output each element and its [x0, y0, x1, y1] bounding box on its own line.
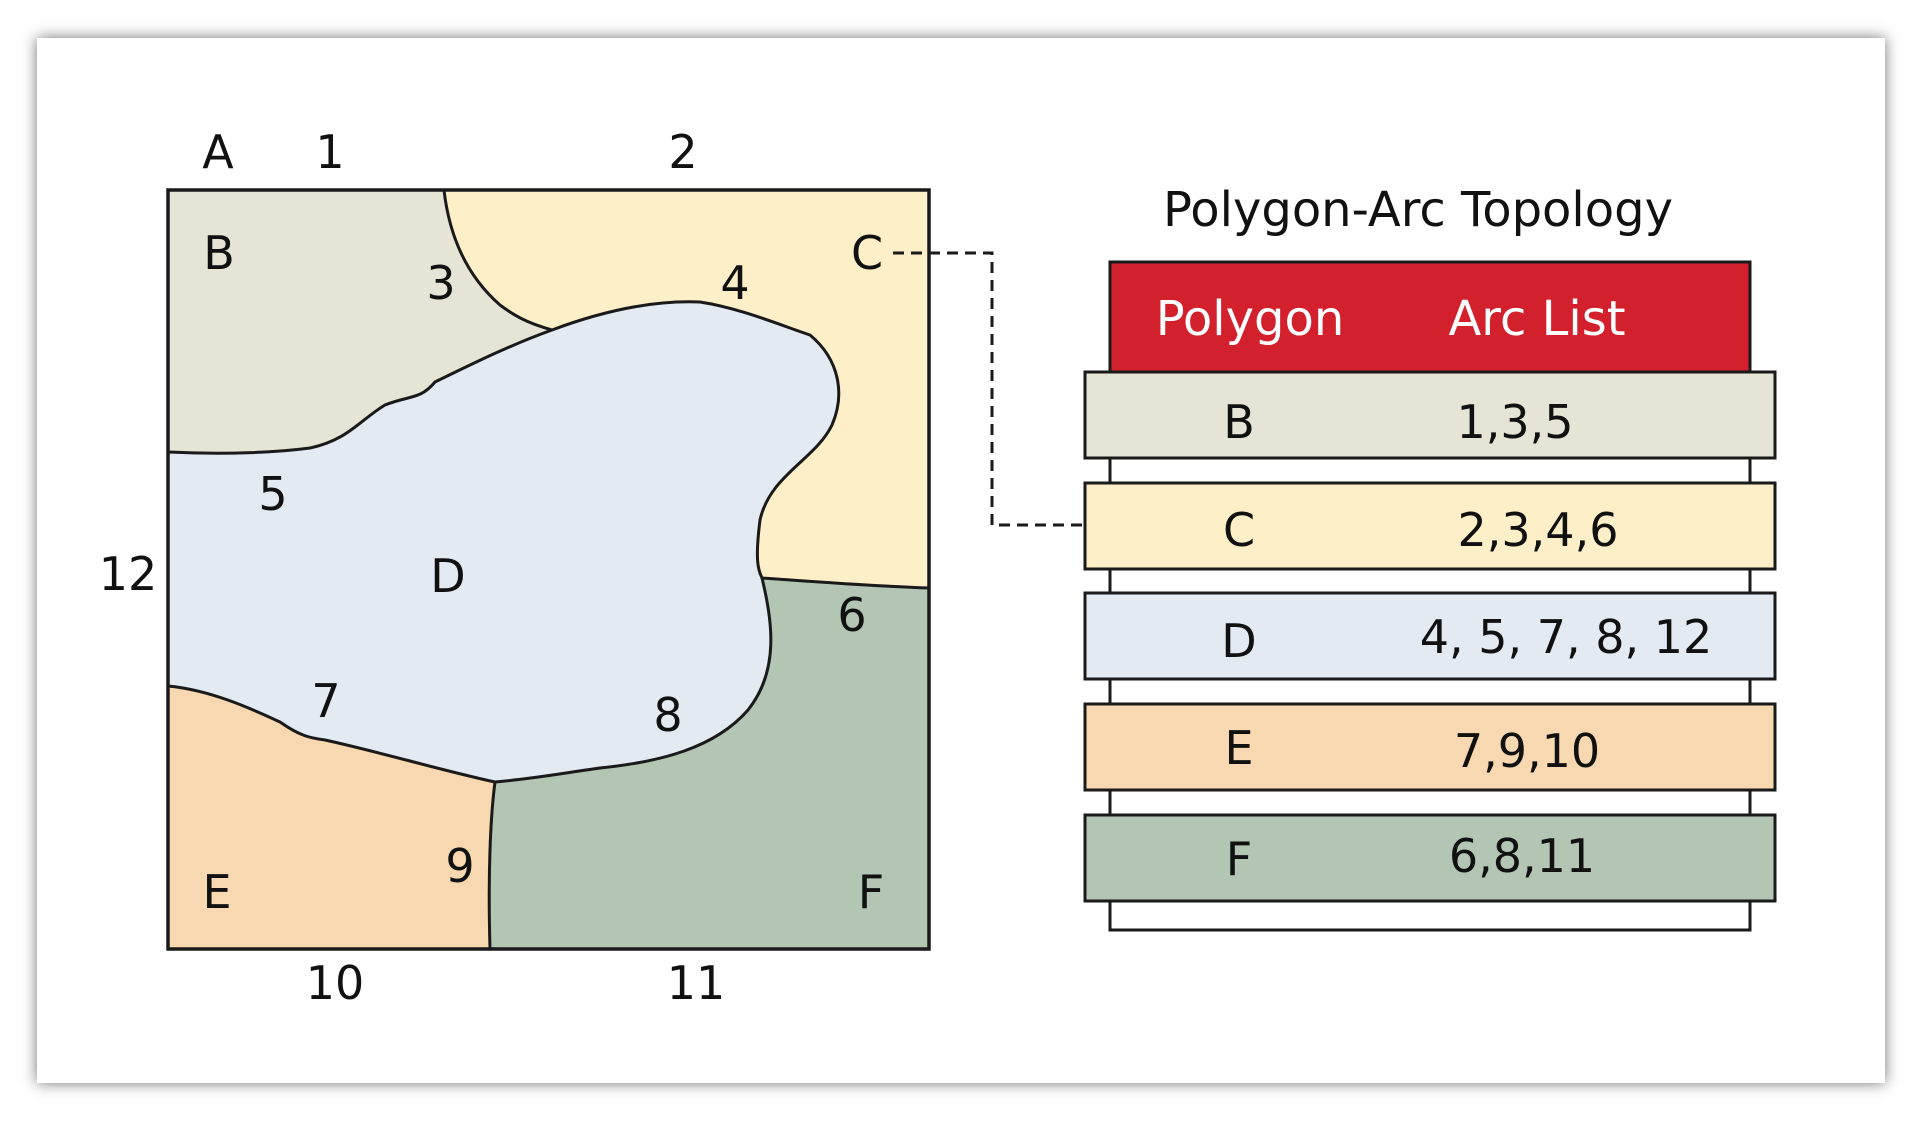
- polygon-label-e: E: [202, 865, 231, 919]
- table-row: B 1,3,5: [1083, 370, 1777, 460]
- table-row: C 2,3,4,6: [1083, 481, 1777, 571]
- arc-label-12: 12: [99, 547, 158, 601]
- arc-label-6: 6: [837, 588, 866, 642]
- row-c-bar: [1083, 481, 1777, 571]
- row-b-arcs: 1,3,5: [1456, 395, 1573, 449]
- row-e-arcs: 7,9,10: [1454, 724, 1600, 778]
- table-row: E 7,9,10: [1083, 702, 1777, 792]
- table-row: D 4, 5, 7, 8, 12: [1083, 591, 1777, 681]
- arc-label-5: 5: [258, 467, 287, 521]
- row-f-bar: [1083, 813, 1777, 903]
- arc-label-3: 3: [426, 256, 455, 310]
- arc-label-10: 10: [306, 956, 365, 1010]
- row-b-polygon: B: [1223, 395, 1255, 449]
- arc-label-2: 2: [668, 125, 697, 179]
- polygon-d-region: [168, 301, 839, 782]
- arc-6-line: [761, 576, 930, 590]
- row-e-bar: [1083, 702, 1777, 792]
- map-frame: [166, 188, 931, 951]
- polygon-map: A 1 2 B 3 4 C 5 12 D 6 7 8 9 E F 10 11: [99, 125, 931, 1010]
- arc-label-1: 1: [315, 125, 344, 179]
- polygon-b-region: [168, 190, 552, 454]
- arc-3-line: [442, 189, 553, 332]
- polygon-f-region: [489, 578, 929, 949]
- arc-9-line: [487, 781, 497, 950]
- row-b-bar: [1083, 370, 1777, 460]
- arc-label-7: 7: [311, 674, 340, 728]
- point-label-a: A: [202, 125, 234, 179]
- polygon-e-region: [168, 686, 495, 949]
- polygon-label-b: B: [203, 226, 235, 280]
- row-f-polygon: F: [1226, 832, 1252, 886]
- arc-label-8: 8: [653, 688, 682, 742]
- arc-label-9: 9: [445, 839, 474, 893]
- table-title: Polygon-Arc Topology: [1163, 182, 1673, 238]
- row-d-arcs: 4, 5, 7, 8, 12: [1420, 610, 1713, 664]
- table-header: [1108, 260, 1752, 374]
- header-polygon: Polygon: [1156, 291, 1345, 347]
- row-d-bar: [1083, 591, 1777, 681]
- leader-line-c: [893, 251, 1085, 527]
- arc-lines: [167, 189, 930, 950]
- row-e-polygon: E: [1224, 721, 1253, 775]
- polygon-label-c: C: [851, 226, 883, 280]
- polygon-label-d: D: [430, 549, 465, 603]
- polygon-arc-table: Polygon-Arc Topology Polygon Arc List B …: [1083, 182, 1777, 932]
- row-c-polygon: C: [1223, 503, 1255, 557]
- table-row: F 6,8,11: [1083, 813, 1777, 903]
- header-arc-list: Arc List: [1448, 291, 1625, 347]
- arc-lake-boundary: [167, 300, 841, 784]
- row-f-arcs: 6,8,11: [1449, 829, 1595, 883]
- arc-label-11: 11: [667, 956, 726, 1010]
- row-c-arcs: 2,3,4,6: [1458, 503, 1619, 557]
- arc-label-4: 4: [720, 256, 749, 310]
- row-d-polygon: D: [1221, 614, 1256, 668]
- polygon-label-f: F: [858, 865, 884, 919]
